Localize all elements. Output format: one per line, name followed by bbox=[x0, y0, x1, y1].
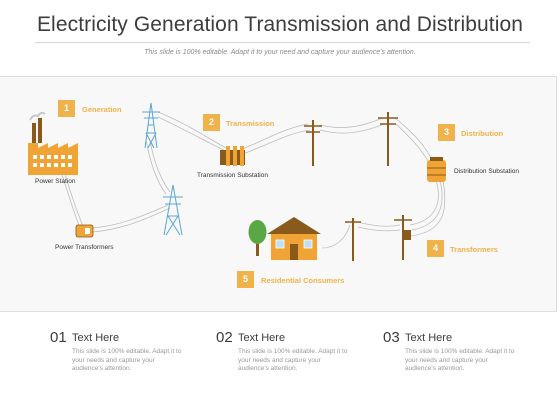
tree-icon bbox=[248, 220, 267, 256]
step-badge-generation: 1 bbox=[58, 100, 75, 117]
footer-body-3: This slide is 100% editable. Adapt it to… bbox=[405, 348, 515, 372]
footer-heading-2: Text Here bbox=[238, 332, 286, 344]
power-lines bbox=[59, 111, 446, 249]
footer-body-2: This slide is 100% editable. Adapt it to… bbox=[238, 348, 348, 372]
footer-number-1: 01 bbox=[50, 329, 67, 346]
step-label-generation: Generation bbox=[82, 105, 122, 114]
label-distribution-substation: Distribution Substation bbox=[454, 168, 520, 175]
diagram-panel bbox=[0, 76, 557, 312]
footer-heading-1: Text Here bbox=[72, 332, 120, 344]
step-badge-transmission: 2 bbox=[203, 114, 220, 131]
page-title: Electricity Generation Transmission and … bbox=[36, 13, 524, 36]
page-subtitle: This slide is 100% editable. Adapt it to… bbox=[144, 49, 416, 56]
footer-number-3: 03 bbox=[383, 329, 400, 346]
power-transformer-icon bbox=[75, 224, 94, 238]
utility-pole-icon bbox=[304, 120, 322, 166]
step-badge-transformers: 4 bbox=[427, 240, 444, 257]
label-power-station: Power Station bbox=[35, 178, 76, 185]
step-label-transmission: Transmission bbox=[226, 119, 275, 128]
title-divider bbox=[35, 42, 530, 43]
utility-pole-icon-2 bbox=[378, 112, 398, 166]
transmission-tower-icon bbox=[142, 102, 160, 149]
step-badge-residential: 5 bbox=[237, 271, 254, 288]
step-label-residential: Residential Consumers bbox=[261, 276, 345, 285]
footer-body-1: This slide is 100% editable. Adapt it to… bbox=[72, 348, 182, 372]
footer-number-2: 02 bbox=[216, 329, 233, 346]
label-transmission-substation: Transmission Substation bbox=[197, 172, 268, 179]
step-label-distribution: Distribution bbox=[461, 129, 504, 138]
utility-pole-icon-3 bbox=[345, 218, 361, 261]
house-icon bbox=[267, 217, 321, 260]
distribution-substation-icon bbox=[427, 157, 446, 182]
pole-transformer-icon bbox=[394, 215, 412, 260]
label-power-transformers: Power Transformers bbox=[55, 244, 114, 251]
power-station-icon bbox=[28, 111, 78, 175]
transmission-substation-icon bbox=[220, 146, 245, 166]
step-badge-distribution: 3 bbox=[438, 124, 455, 141]
transmission-tower-icon-2 bbox=[163, 184, 183, 236]
footer-heading-3: Text Here bbox=[405, 332, 453, 344]
step-label-transformers: Transformers bbox=[450, 245, 498, 254]
